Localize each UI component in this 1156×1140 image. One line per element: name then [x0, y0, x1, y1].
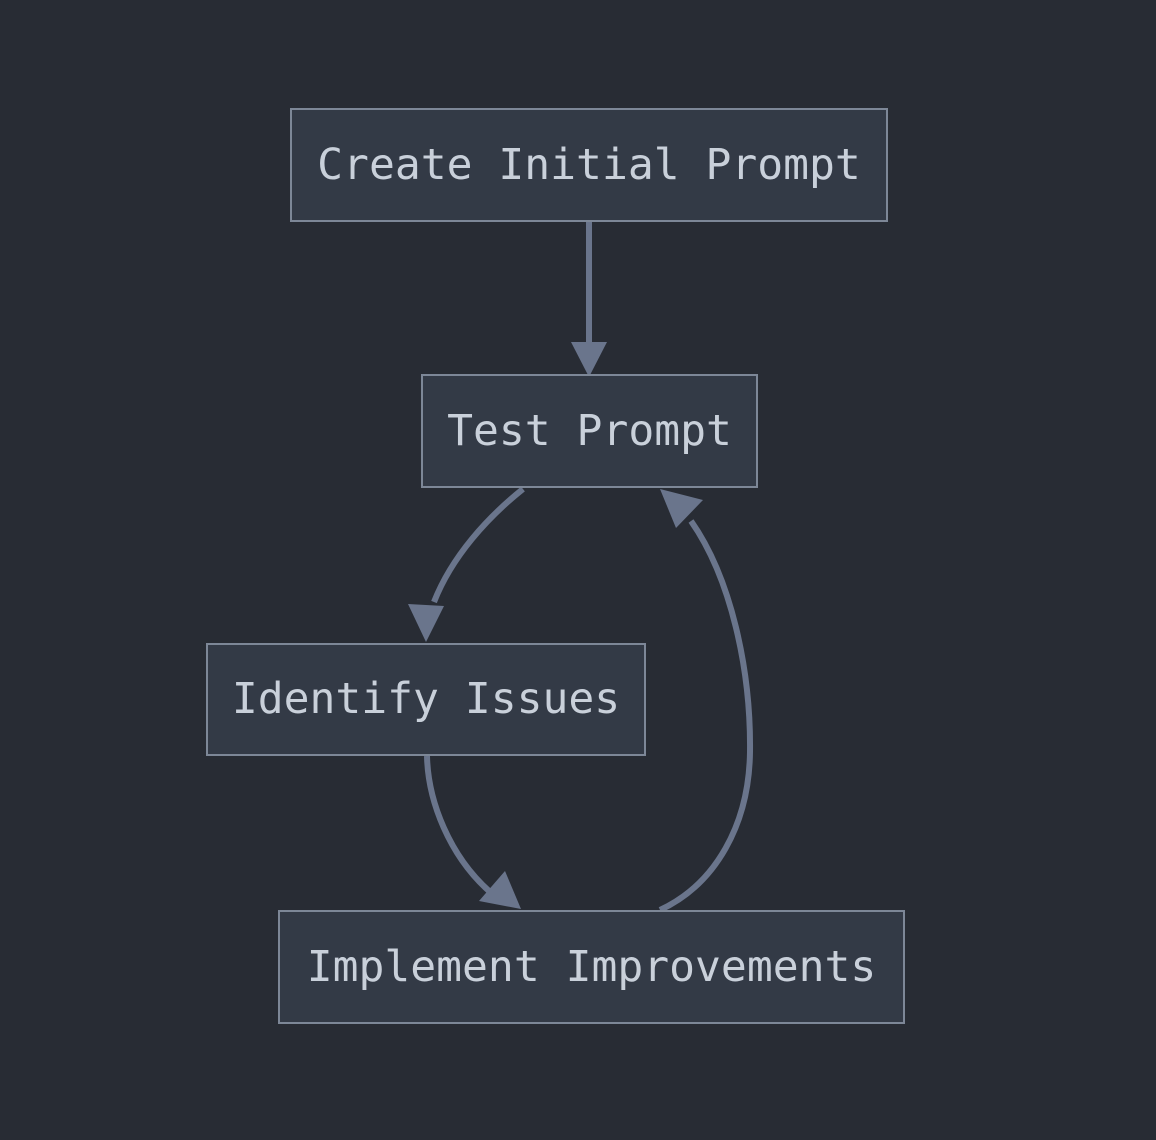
arrowhead-down-icon [408, 604, 444, 642]
arrowhead-up-left-icon [660, 489, 703, 528]
node-label: Test Prompt [447, 405, 732, 456]
edge-test-to-identify [408, 486, 525, 642]
edge-implement-to-test [658, 489, 754, 913]
edge-create-to-test [571, 222, 607, 377]
node-label: Create Initial Prompt [317, 139, 861, 190]
node-implement-improvements: Implement Improvements [278, 910, 905, 1024]
node-test-prompt: Test Prompt [421, 374, 758, 488]
node-create-initial-prompt: Create Initial Prompt [290, 108, 888, 222]
arrowhead-down-icon [571, 342, 607, 377]
edge-identify-to-implement [424, 755, 521, 909]
node-identify-issues: Identify Issues [206, 643, 646, 756]
arrowhead-down-right-icon [479, 871, 521, 909]
node-label: Implement Improvements [306, 941, 877, 992]
node-label: Identify Issues [231, 674, 621, 724]
